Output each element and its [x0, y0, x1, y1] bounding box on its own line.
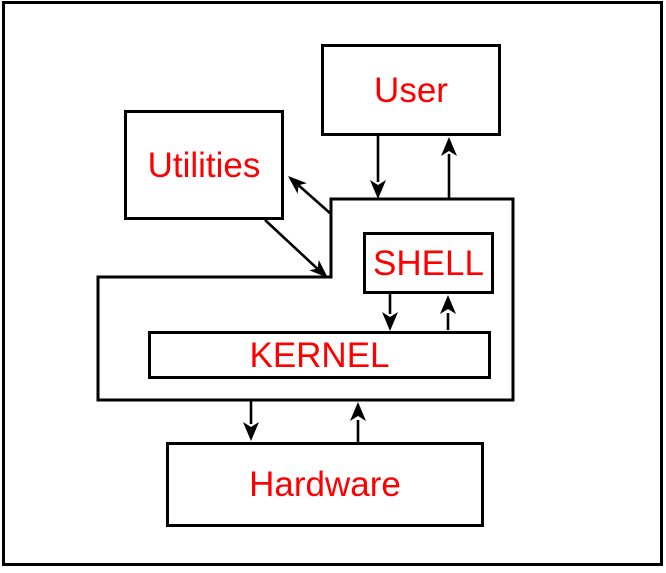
node-user-label: User — [374, 70, 448, 110]
node-hardware-label: Hardware — [249, 465, 401, 504]
node-shell-label: SHELL — [373, 243, 484, 283]
node-utilities-label: Utilities — [147, 145, 261, 185]
node-kernel-label: KERNEL — [249, 335, 390, 375]
node-shell: SHELL — [363, 232, 494, 294]
node-user: User — [321, 44, 501, 136]
outer-border — [2, 1, 663, 566]
node-hardware: Hardware — [166, 442, 484, 527]
node-kernel: KERNEL — [148, 331, 491, 379]
node-utilities: Utilities — [124, 110, 284, 220]
